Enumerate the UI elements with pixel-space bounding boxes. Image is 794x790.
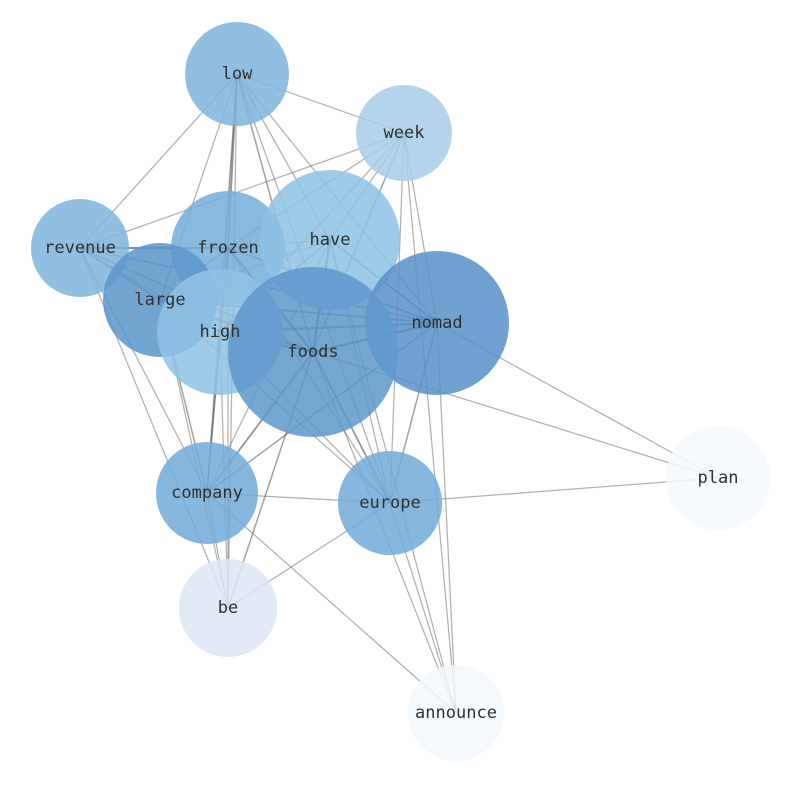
graph-edge xyxy=(206,492,457,714)
graph-node-foods[interactable] xyxy=(228,267,398,437)
graph-node-be[interactable] xyxy=(179,559,277,657)
graph-node-nomad[interactable] xyxy=(365,251,509,395)
node-layer xyxy=(31,22,770,761)
graph-node-plan[interactable] xyxy=(666,426,770,530)
graph-node-europe[interactable] xyxy=(338,451,442,555)
graph-node-week[interactable] xyxy=(356,85,452,181)
graph-node-revenue[interactable] xyxy=(31,199,129,297)
graph-node-company[interactable] xyxy=(156,442,258,544)
graph-node-low[interactable] xyxy=(185,22,289,126)
graph-edge xyxy=(79,132,405,249)
graph-edge xyxy=(403,132,457,714)
graph-edge xyxy=(389,477,719,504)
graph-node-announce[interactable] xyxy=(408,665,504,761)
